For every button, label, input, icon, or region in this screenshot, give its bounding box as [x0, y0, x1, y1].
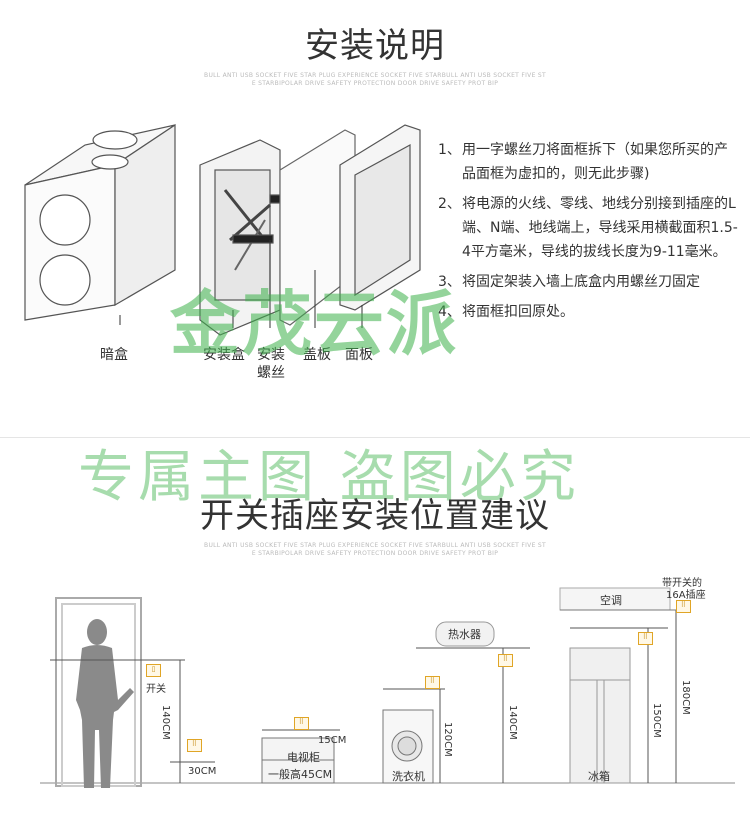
- label-aircon: 空调: [600, 594, 622, 607]
- brand-watermark: 金茂云派: [170, 283, 458, 365]
- socket-fridge: ⠿: [638, 632, 653, 645]
- install-box-illustration: [199, 139, 299, 336]
- notice-watermark: 专属主图 盗图必究: [78, 445, 580, 510]
- socket-tv: ⠿: [294, 717, 309, 730]
- label-180cm: 180CM: [680, 680, 691, 715]
- label-fridge: 冰箱: [588, 770, 610, 783]
- label-water-heater: 热水器: [448, 628, 481, 641]
- washing-machine: [382, 709, 434, 784]
- step-2: 2、将电源的火线、零线、地线分别接到插座的L端、N端、地线端上，导线采用横截面积…: [438, 196, 738, 260]
- face-panel-illustration: [339, 124, 421, 311]
- label-30cm: 30CM: [188, 766, 217, 777]
- install-diagram: [24, 123, 421, 336]
- door-frame: [55, 597, 142, 787]
- label-140cm-heater: 140CM: [507, 705, 518, 740]
- label-tv-cabinet: 电视柜: [287, 751, 320, 764]
- label-120cm: 120CM: [442, 722, 453, 757]
- step-1: 1、用一字螺丝刀将面框拆下（如果您所买的产品面框为虚扣的，则无此步骤): [438, 142, 728, 182]
- refrigerator: [569, 647, 631, 784]
- label-tv-height: 一般高45CM: [268, 768, 333, 781]
- socket-washer: ⠿: [425, 676, 440, 689]
- label-switched-socket-2: 16A插座: [666, 590, 706, 601]
- socket-water-heater: ⠿: [498, 654, 513, 667]
- label-panel: 面板: [345, 347, 373, 363]
- label-install-screw-1: 安装: [257, 347, 285, 363]
- label-dark-box: 暗盒: [100, 347, 128, 363]
- position-subtitle-line2: E STARBIPOLAR DRIVE SAFETY PROTECTION DO…: [251, 550, 499, 557]
- label-install-box: 安装盒: [203, 347, 245, 363]
- label-install-screw-2: 螺丝: [257, 365, 285, 381]
- label-switch: 开关: [146, 684, 166, 695]
- switch-plate: ▯: [146, 664, 161, 677]
- label-washer: 洗衣机: [392, 770, 425, 783]
- tv-cabinet: [261, 737, 335, 784]
- step-4: 4、将面框扣回原处。: [438, 304, 574, 320]
- section-divider: [0, 437, 750, 438]
- install-title: 安装说明: [305, 26, 445, 66]
- dark-box-illustration: [24, 123, 176, 321]
- install-subtitle-line1: BULL ANTI USB SOCKET FIVE STAR PLUG EXPE…: [204, 72, 546, 79]
- label-switched-socket-1: 带开关的: [662, 578, 702, 589]
- person-silhouette: [76, 619, 134, 788]
- label-140cm-switch: 140CM: [160, 705, 171, 740]
- position-title: 开关插座安装位置建议: [200, 496, 550, 536]
- step-3: 3、将固定架装入墙上底盒内用螺丝刀固定: [438, 274, 700, 290]
- water-heater: [435, 621, 495, 647]
- socket-aircon: ⠿: [676, 600, 691, 613]
- install-steps: 1、用一字螺丝刀将面框拆下（如果您所买的产品面框为虚扣的，则无此步骤) 2、将电…: [438, 138, 738, 330]
- socket-30cm: ⠿: [187, 739, 202, 752]
- label-cover: 盖板: [303, 347, 331, 363]
- label-150cm: 150CM: [651, 703, 662, 738]
- position-subtitle-line1: BULL ANTI USB SOCKET FIVE STAR PLUG EXPE…: [204, 542, 546, 549]
- label-15cm: 15CM: [318, 735, 347, 746]
- position-diagram: [40, 587, 735, 788]
- install-subtitle-line2: E STARBIPOLAR DRIVE SAFETY PROTECTION DO…: [251, 80, 499, 87]
